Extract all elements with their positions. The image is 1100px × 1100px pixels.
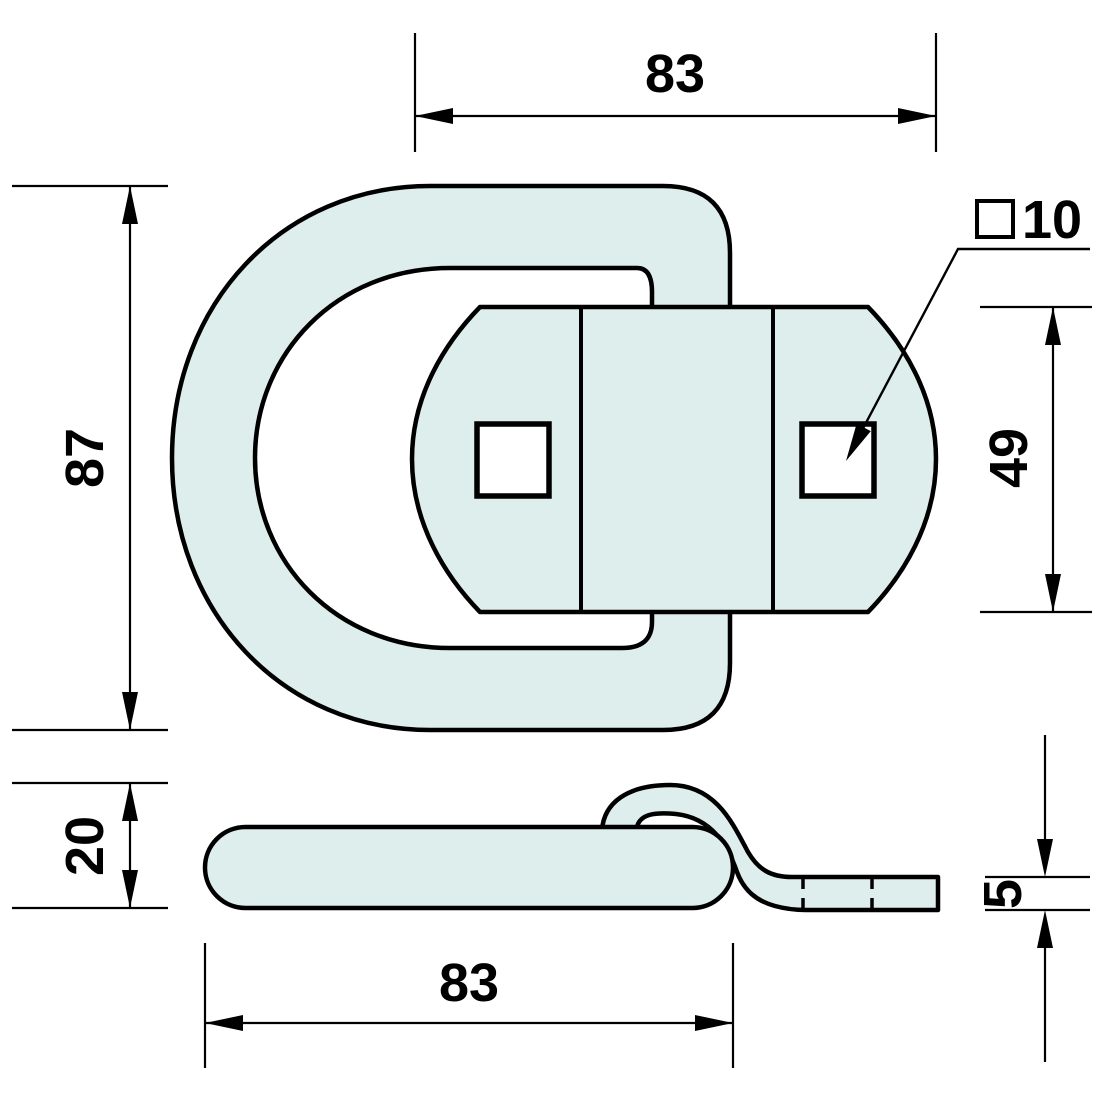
dimension-plate-thickness: 5 — [973, 735, 1090, 1062]
dim-label-hole-size: 10 — [1022, 190, 1082, 250]
arrowhead-up — [1037, 910, 1053, 948]
dim-label-overall-height: 87 — [55, 428, 115, 488]
dimension-fitting-width: 49 — [979, 305, 1092, 614]
arrowhead-down — [1045, 574, 1061, 612]
ring-side-view — [202, 824, 736, 911]
square-symbol-icon — [975, 199, 1015, 239]
dim-label-side-height: 20 — [55, 816, 115, 876]
dimension-side-height: 20 — [12, 781, 168, 910]
dim-label-top-width: 83 — [645, 44, 705, 104]
arrowhead-up — [122, 783, 138, 821]
arrowhead-right — [695, 1015, 733, 1031]
bracket-top-view — [409, 304, 939, 615]
arrowhead-down — [122, 692, 138, 730]
arrowhead-right — [898, 108, 936, 124]
bracket-side-view — [599, 782, 941, 913]
dim-label-plate-thickness: 5 — [973, 879, 1033, 909]
dimension-top-width: 83 — [413, 33, 938, 152]
dimension-plate-length: 83 — [203, 943, 735, 1068]
leader-line — [848, 247, 1090, 454]
arrowhead-down — [1037, 839, 1053, 877]
arrowhead-up — [1045, 307, 1061, 345]
arrowhead-up — [122, 186, 138, 224]
dim-label-plate-length: 83 — [439, 953, 499, 1013]
dimension-overall-height: 87 — [12, 184, 168, 732]
d-ring-top-view — [169, 183, 733, 733]
arrowhead-left — [205, 1015, 243, 1031]
arrowhead-down — [122, 870, 138, 908]
callout-square-hole: 10 — [846, 190, 1090, 461]
dim-label-fitting-width: 49 — [979, 428, 1039, 488]
bolt-hole-left — [474, 421, 552, 499]
arrowhead-left — [415, 108, 453, 124]
leader-arrowhead — [846, 423, 871, 461]
